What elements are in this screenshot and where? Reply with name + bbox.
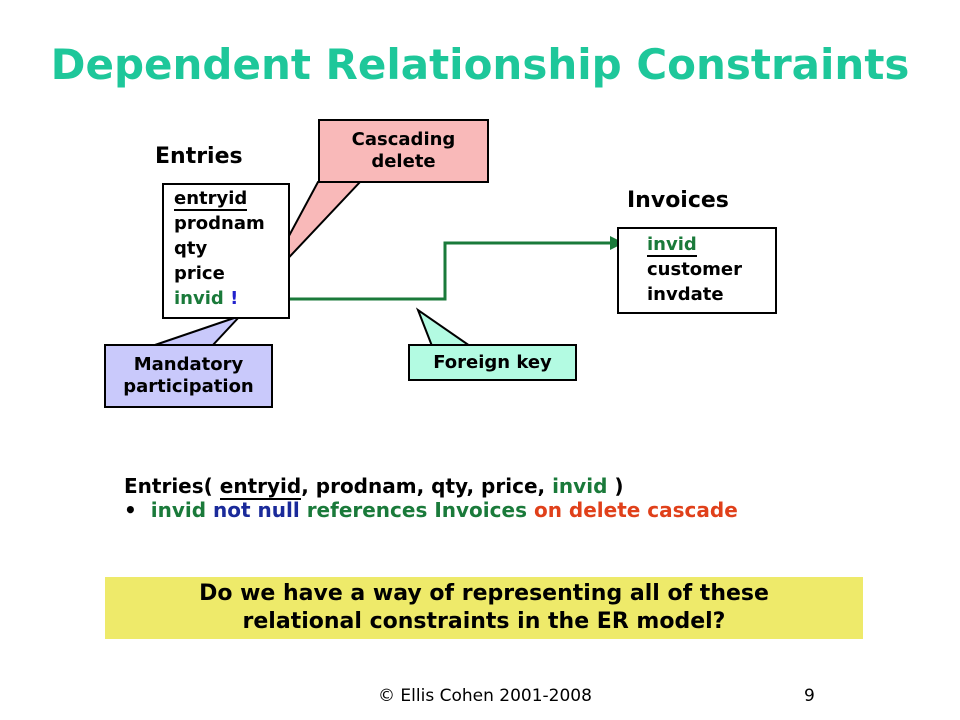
- entries-table-label: Entries: [155, 144, 243, 169]
- schema-foreign-key: invid: [552, 474, 608, 498]
- invoices-field-invdate: invdate: [647, 284, 724, 305]
- schema-close: ): [614, 474, 624, 498]
- schema-primary-key: entryid: [219, 474, 302, 500]
- constraint-on-delete-cascade: on delete cascade: [533, 498, 738, 522]
- invoices-field-invid: invid: [647, 234, 697, 257]
- entries-field-entryid: entryid: [174, 188, 248, 211]
- page-title: Dependent Relationship Constraints: [50, 40, 910, 89]
- cascading-delete-line1: Cascading: [351, 129, 456, 150]
- mandatory-mark: !: [230, 288, 239, 309]
- entries-field-prodnam: prodnam: [174, 213, 265, 234]
- schema-definition: Entries( entryid, prodnam, qty, price, i…: [124, 474, 624, 500]
- invoices-field-customer: customer: [647, 259, 743, 280]
- foreign-key-pointer: [415, 307, 474, 347]
- footer-copyright: © Ellis Cohen 2001-2008: [378, 686, 592, 706]
- question-line1: Do we have a way of representing all of …: [199, 581, 769, 606]
- constraint-column: invid: [150, 498, 207, 522]
- invoices-table-label: Invoices: [627, 188, 729, 213]
- mandatory-participation-callout: Mandatory participation: [104, 344, 273, 408]
- foreign-key-callout: Foreign key: [408, 344, 577, 381]
- entries-table: entryid prodnam qty price invid !: [162, 183, 290, 319]
- constraint-references: references Invoices: [306, 498, 527, 522]
- entries-field-price: price: [174, 263, 225, 284]
- cascading-delete-line2: delete: [371, 151, 436, 172]
- constraint-not-null: not null: [213, 498, 300, 522]
- schema-columns: , prodnam, qty, price,: [301, 474, 546, 498]
- cascading-delete-callout: Cascading delete: [318, 119, 489, 183]
- page-number: 9: [804, 686, 815, 706]
- schema-constraint: • invid not null references Invoices on …: [124, 498, 738, 522]
- entries-field-qty: qty: [174, 238, 208, 259]
- question-line2: relational constraints in the ER model?: [242, 609, 726, 634]
- mandatory-pointer: [151, 315, 241, 347]
- foreign-key-line: [270, 241, 612, 301]
- invoices-table: invid customer invdate: [617, 227, 777, 314]
- entries-field-invid: invid: [174, 288, 224, 309]
- foreign-key-label: Foreign key: [433, 351, 552, 373]
- mandatory-participation-line1: Mandatory: [133, 354, 244, 375]
- mandatory-participation-line2: participation: [123, 376, 254, 397]
- bullet: •: [124, 498, 137, 522]
- schema-prefix: Entries(: [124, 474, 213, 498]
- question-banner: Do we have a way of representing all of …: [105, 577, 863, 639]
